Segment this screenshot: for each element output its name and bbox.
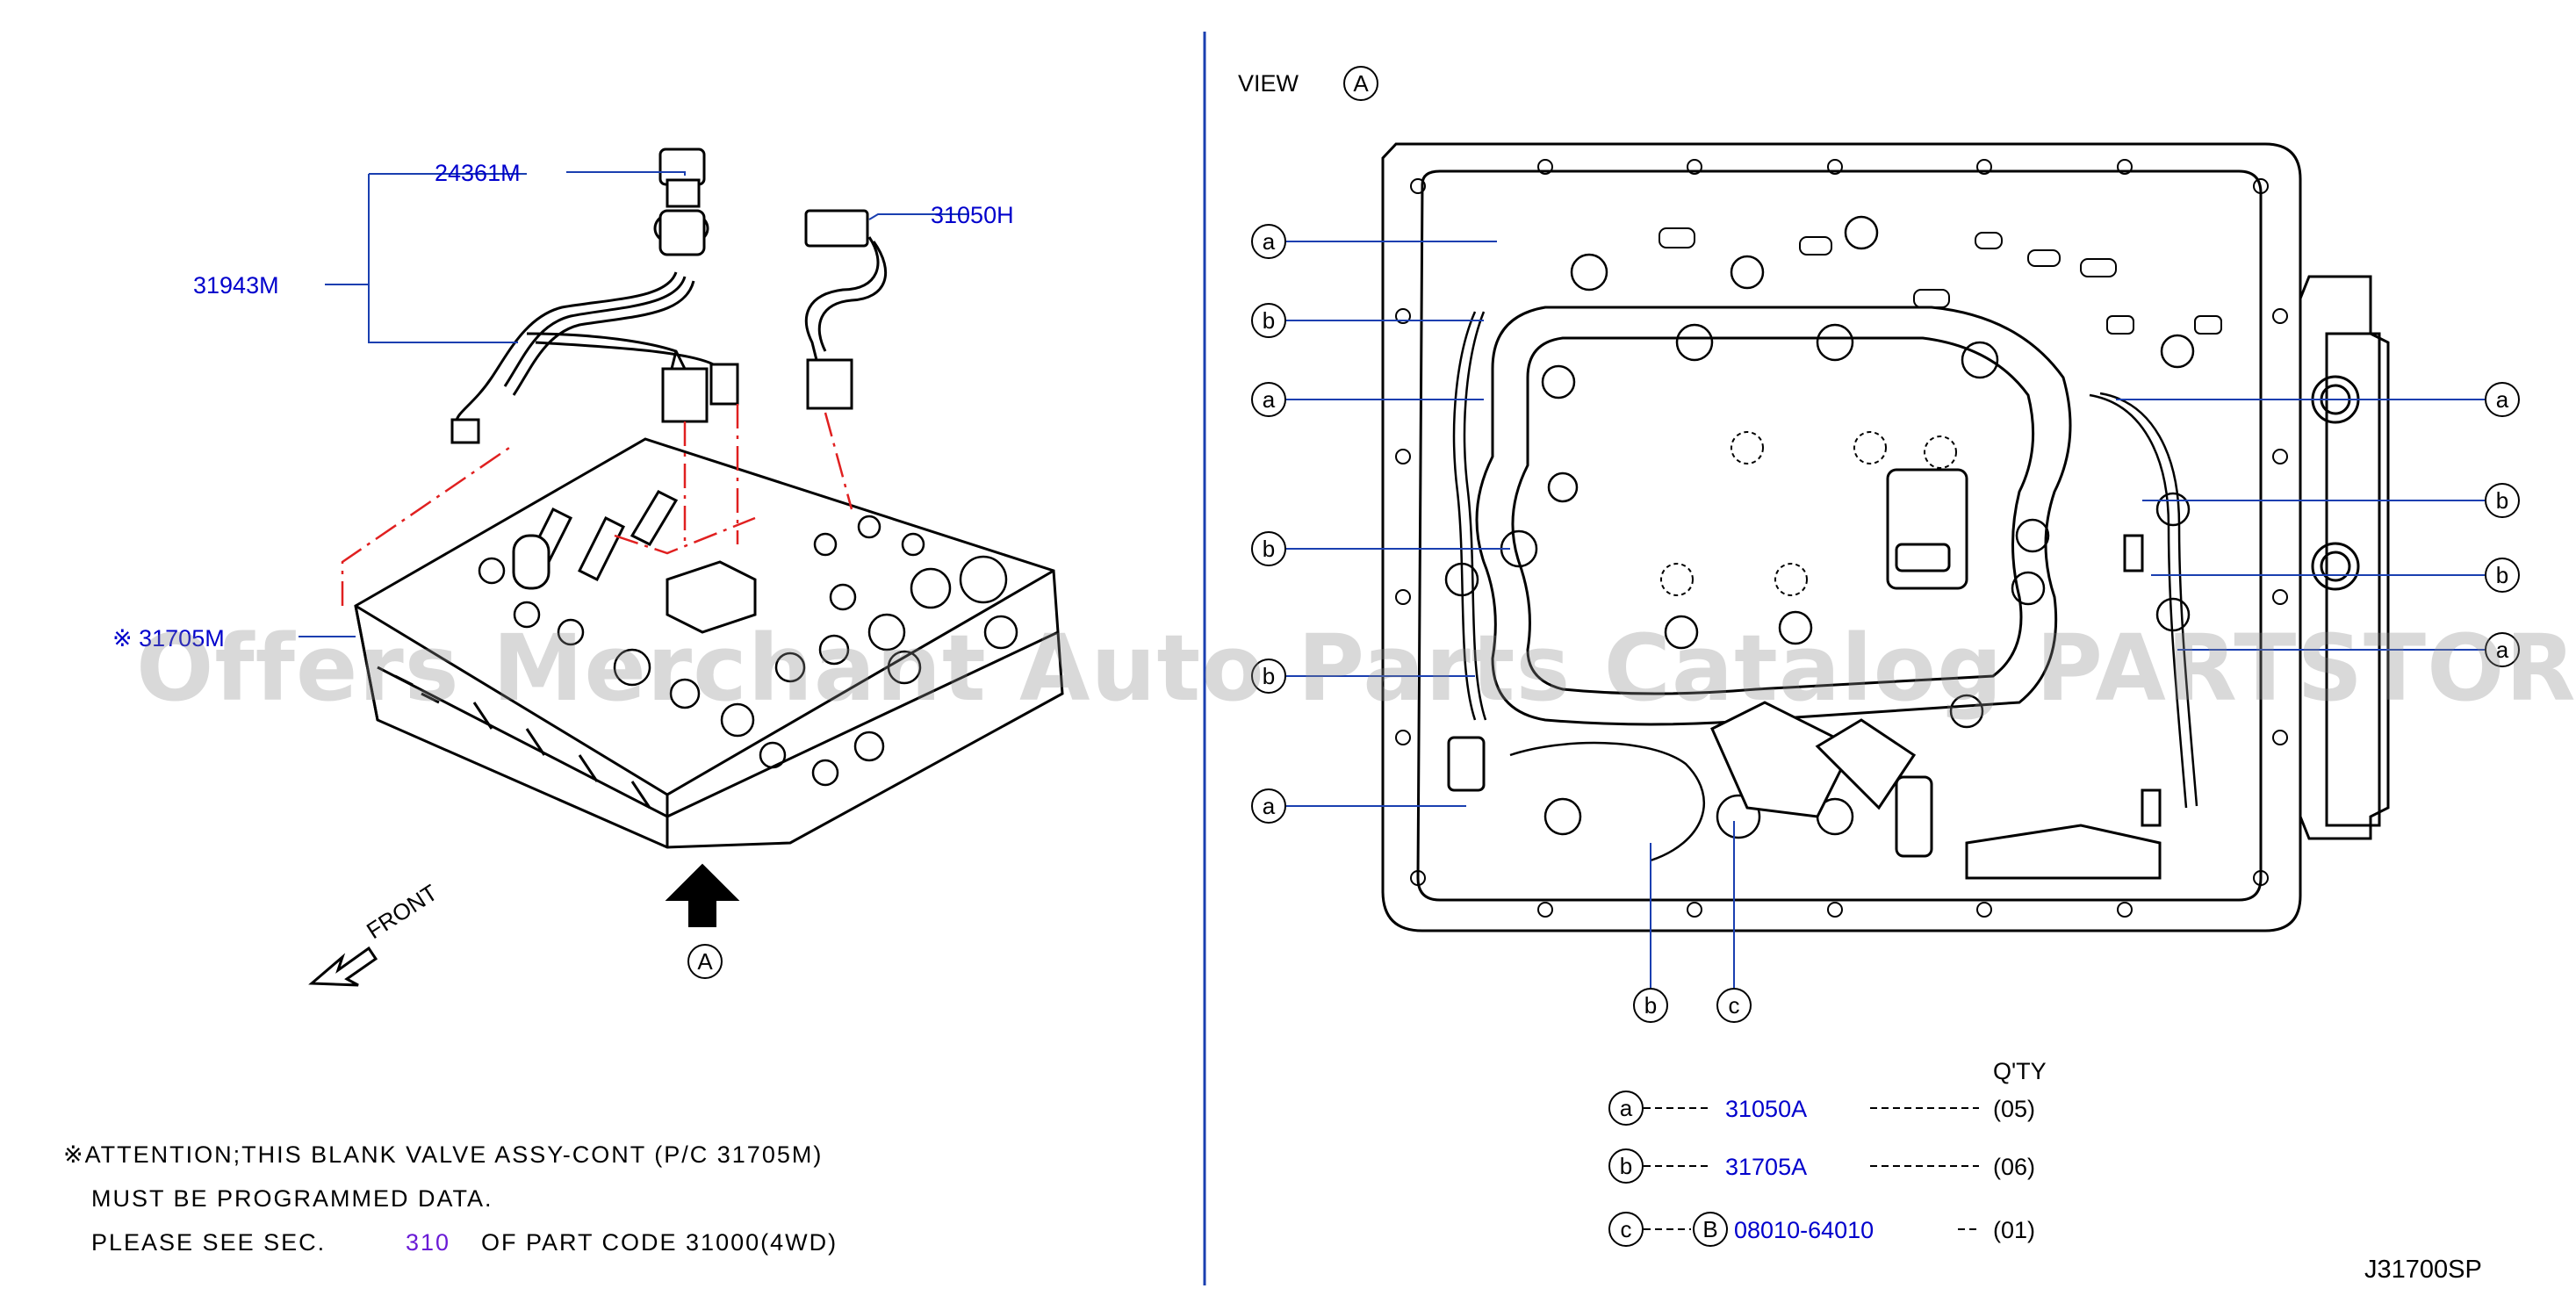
- part-31050h[interactable]: 31050H: [931, 202, 1014, 228]
- qty-row-a-marker: a: [1608, 1091, 1644, 1126]
- section-310-link[interactable]: 310: [406, 1229, 451, 1256]
- callout-right-1: a: [2485, 382, 2520, 417]
- callout-bottom-1: b: [1633, 988, 1668, 1023]
- qty-row-c-bolt-marker: B: [1693, 1212, 1728, 1247]
- callout-left-2: b: [1251, 303, 1286, 338]
- view-label-marker: A: [1343, 66, 1378, 101]
- callout-left-1: a: [1251, 224, 1286, 259]
- qty-row-c-part[interactable]: 08010-64010: [1734, 1217, 1874, 1243]
- qty-row-c-marker: c: [1608, 1212, 1644, 1247]
- qty-row-b-marker: b: [1608, 1148, 1644, 1184]
- valve-body-illustration: [354, 437, 1064, 849]
- callout-bottom-2: c: [1716, 988, 1752, 1023]
- diagram-code: J31700SP: [2364, 1256, 2482, 1284]
- qty-row-c-qty: (01): [1993, 1217, 2036, 1243]
- attention-line-3-end: OF PART CODE 31000(4WD): [481, 1229, 838, 1256]
- part-24361m[interactable]: 24361M: [435, 160, 521, 186]
- callout-left-4: b: [1251, 531, 1286, 566]
- callout-left-3: a: [1251, 382, 1286, 417]
- front-arrow-icon: [308, 946, 378, 987]
- qty-row-a-part[interactable]: 31050A: [1725, 1096, 1808, 1122]
- callout-left-5: b: [1251, 659, 1286, 694]
- callout-right-4: a: [2485, 632, 2520, 667]
- qty-leaders: [1644, 1107, 1979, 1230]
- attention-line-1: ※ATTENTION;THIS BLANK VALVE ASSY-CONT (P…: [63, 1141, 824, 1168]
- connector-24361m: [653, 148, 709, 256]
- qty-header: Q'TY: [1993, 1058, 2047, 1084]
- qty-row-b-qty: (06): [1993, 1154, 2036, 1180]
- view-a-arrow-icon: [665, 863, 740, 927]
- alignment-lines: [341, 404, 853, 606]
- wire-harness-31943m: [450, 271, 739, 444]
- part-31943m[interactable]: 31943M: [193, 272, 279, 299]
- view-a-illustration: [1381, 142, 2390, 932]
- view-label: VIEW: [1238, 70, 1299, 97]
- qty-row-a-qty: (05): [1993, 1096, 2036, 1122]
- view-a-leaders: [1282, 241, 2485, 988]
- attention-line-2: MUST BE PROGRAMMED DATA.: [91, 1185, 493, 1212]
- view-marker-a: A: [687, 944, 723, 979]
- qty-row-b-part[interactable]: 31705A: [1725, 1154, 1808, 1180]
- callout-left-6: a: [1251, 788, 1286, 824]
- attention-line-3: PLEASE SEE SEC.: [91, 1229, 327, 1256]
- callout-right-3: b: [2485, 558, 2520, 593]
- part-31705m[interactable]: ※ 31705M: [112, 625, 225, 652]
- callout-right-2: b: [2485, 483, 2520, 518]
- harness-31050h: [804, 209, 888, 410]
- left-leaders: [299, 171, 968, 637]
